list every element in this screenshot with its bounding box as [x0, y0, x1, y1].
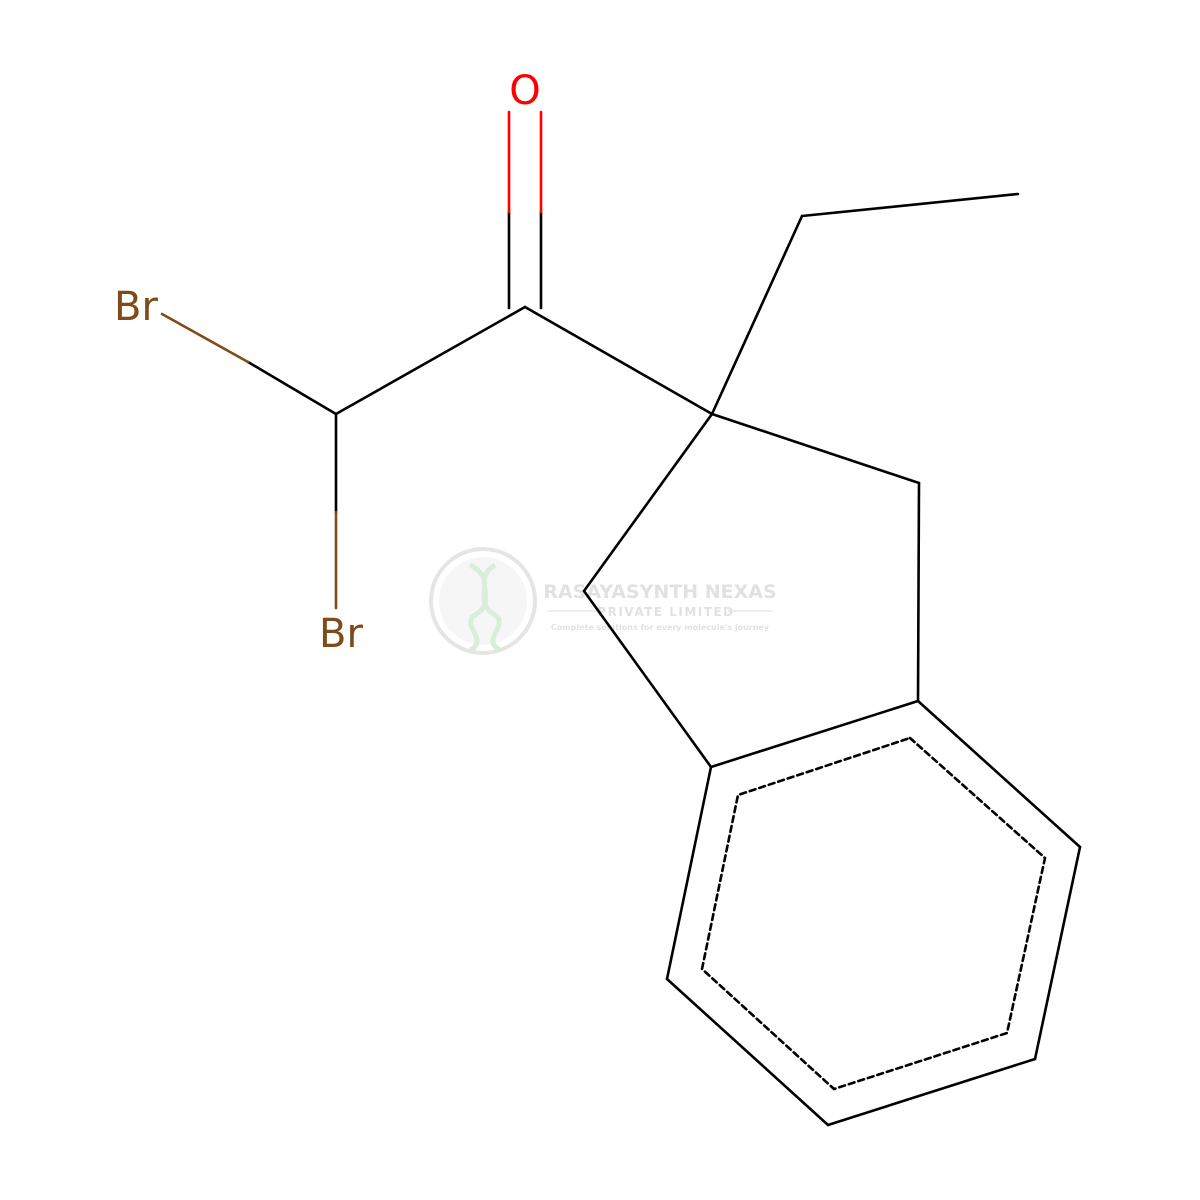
bonds — [160, 110, 1082, 1127]
bond-benzene-5 — [665, 765, 713, 981]
bond-benzene-3 — [826, 1057, 1037, 1127]
bond-benzene-4 — [665, 977, 830, 1127]
bromine-top-label: Br — [114, 284, 158, 330]
bond-ring5-d — [582, 589, 713, 769]
oxygen-label: O — [509, 68, 540, 114]
watermark-tagline: Complete solutions for every molecule's … — [551, 623, 770, 632]
dna-icon — [468, 562, 502, 653]
bond-ring-fusion — [709, 699, 920, 769]
bond-ring5-a — [710, 412, 921, 485]
bond-carbonyl-chbr2 — [334, 305, 527, 416]
watermark: RASAYASYNTH NEXAS PRIVATE LIMITED Comple… — [429, 547, 777, 655]
aromatic-ring-dashed — [700, 736, 1047, 1091]
bond-ring5-c — [582, 412, 714, 593]
watermark-subtitle: PRIVATE LIMITED — [597, 605, 734, 619]
bond-c-br-top-brown — [160, 312, 250, 364]
watermark-company: RASAYASYNTH NEXAS — [543, 581, 776, 603]
bond-carbonyl-quaternary — [523, 305, 714, 416]
bromine-bottom-label: Br — [319, 611, 363, 657]
bond-benzene-1 — [916, 699, 1082, 849]
bond-benzene-2 — [1033, 845, 1082, 1061]
bond-ethyl-methyl — [800, 192, 1020, 218]
bond-ring5-b — [916, 481, 921, 703]
bond-quaternary-ethyl — [710, 214, 804, 416]
bond-c-br-top-black — [246, 360, 338, 416]
watermark-logo-ring — [429, 547, 537, 655]
